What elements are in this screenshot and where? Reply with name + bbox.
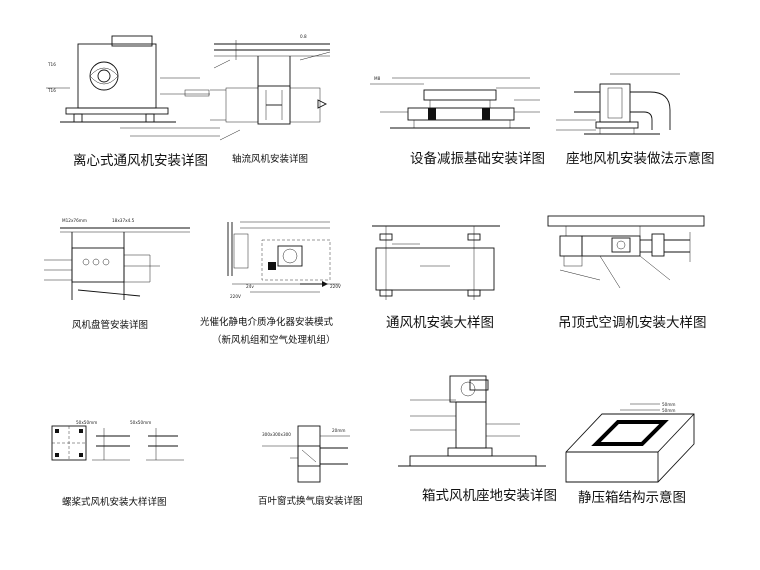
- panel-title-box-fan: 箱式风机座地安装详图: [422, 488, 557, 504]
- panel-label-0: M12x76mm: [62, 218, 87, 223]
- panel-plenum: 50mm 50mm 静压箱结构示意图: [565, 402, 695, 506]
- panel-subtitle-photocatalyst: （新风机组和空气处理机组）: [212, 334, 336, 346]
- damping-base-drawing: [370, 77, 540, 129]
- panel-label-0: 220V: [230, 294, 241, 299]
- panel-centrifugal-fan: T16 T16 离心式通风机安装详图: [46, 35, 220, 169]
- panel-label-1: 20mm: [332, 428, 346, 433]
- panel-label-2: 220V: [330, 284, 341, 289]
- panel-propeller-fan: 50x50mm 50x50mm 螺桨式风机安装大样详图: [51, 420, 184, 508]
- plenum-drawing: [565, 403, 695, 483]
- panel-louver-exhaust: 300x300x300 20mm 百叶窗式换气扇安装详图: [258, 425, 363, 507]
- panel-label-1: 50mm: [662, 408, 676, 413]
- panel-ceiling-ac: 吊顶式空调机安装大样图: [547, 215, 707, 331]
- panel-label-0: 50mm: [662, 402, 676, 407]
- panel-title-ventilator: 通风机安装大样图: [386, 315, 494, 331]
- panel-label-0: T16: [47, 62, 56, 67]
- panel-title-centrifugal: 离心式通风机安装详图: [73, 152, 208, 169]
- panel-title-axial: 轴流风机安装详图: [232, 153, 308, 165]
- panel-fan-coil-pipe: M12x76mm 18x37x4.5 风机盘管安装详图: [44, 218, 190, 331]
- panel-label-0: M8: [374, 76, 381, 81]
- panel-title-photocatalyst: 光催化静电介质净化器安装模式: [200, 316, 334, 328]
- panel-photocatalyst: 220V 24v 220V 光催化静电介质净化器安装模式 （新风机组和空气处理机…: [200, 221, 341, 346]
- panel-title-ceiling-ac: 吊顶式空调机安装大样图: [558, 315, 707, 331]
- panel-title-damping: 设备减振基础安装详图: [410, 150, 545, 167]
- panel-label-0: 300x300x300: [262, 432, 291, 437]
- panel-floor-fan: 座地风机安装做法示意图: [556, 73, 715, 167]
- louver-exhaust-drawing: [262, 425, 350, 483]
- panel-title-louver: 百叶窗式换气扇安装详图: [258, 495, 363, 507]
- panel-axial-fan: 0.8 轴流风机安装详图: [210, 34, 331, 165]
- floor-fan-drawing: [556, 73, 680, 135]
- panel-label-0: 0.8: [300, 34, 307, 39]
- panel-title-plenum: 静压箱结构示意图: [578, 489, 686, 506]
- photocatalyst-drawing: [227, 221, 340, 293]
- panel-title-propeller: 螺桨式风机安装大样详图: [62, 496, 167, 508]
- panel-title-fan-coil: 风机盘管安装详图: [72, 319, 148, 331]
- panel-label-0: 50x50mm: [76, 420, 97, 425]
- ventilator-drawing: [372, 225, 500, 300]
- panel-label-1: 50x50mm: [130, 420, 151, 425]
- panel-title-floor-fan: 座地风机安装做法示意图: [566, 150, 715, 167]
- panel-label-1: T16: [47, 88, 56, 93]
- panel-ventilator-detail: 通风机安装大样图: [372, 225, 500, 331]
- fan-coil-drawing: [44, 227, 190, 300]
- panel-label-1: 18x37x4.5: [112, 218, 135, 223]
- centrifugal-fan-drawing: [46, 35, 220, 137]
- panel-label-1: 24v: [246, 284, 254, 289]
- panel-box-fan: 箱式风机座地安装详图: [398, 375, 557, 504]
- ceiling-ac-drawing: [547, 215, 705, 289]
- panel-damping-base: M8 设备减振基础安装详图: [370, 76, 545, 167]
- box-fan-drawing: [398, 375, 546, 467]
- axial-fan-drawing: [210, 40, 331, 141]
- propeller-fan-drawing: [51, 425, 184, 461]
